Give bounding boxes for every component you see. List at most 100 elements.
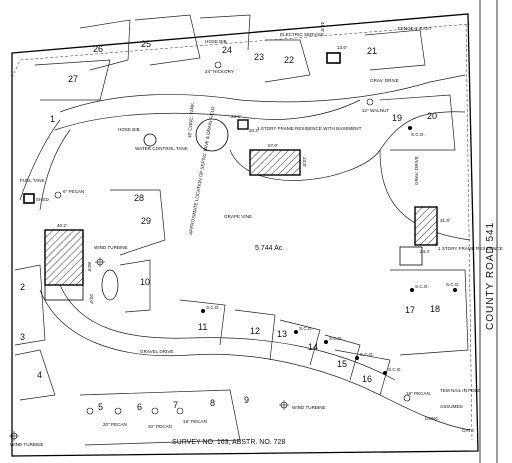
electric-label: ELECTRIC SERVICE: [280, 32, 324, 37]
small-box: [237, 119, 249, 130]
residence-east: [414, 206, 438, 246]
lot-number: 14: [308, 342, 318, 352]
sco-label: S.C.O.: [206, 305, 220, 310]
lot-number: 10: [140, 277, 150, 287]
hose-bib-label: HOSE BIB: [118, 127, 140, 132]
fence-line-east: [465, 23, 473, 441]
electric-box: [326, 52, 341, 64]
sco-marker: [410, 288, 414, 292]
lot-outline: [334, 349, 391, 396]
lot-outline: [110, 189, 166, 256]
tree-icon: [114, 407, 122, 415]
pecan-label: 20" PECAN: [103, 422, 127, 427]
lot-number: 29: [141, 216, 151, 226]
sco-marker: [408, 126, 412, 130]
lot-number: 5: [98, 402, 103, 412]
wind-turbine-label: WIND TURBINE: [94, 245, 128, 250]
lot-number: 9: [244, 395, 249, 405]
hose-bib-label: HOSE BIB: [205, 39, 227, 44]
water-tank-label: WATER CONTROL TANK: [135, 146, 189, 151]
concrete-label: CONC: [425, 416, 439, 421]
sco-label: S.C.O.: [388, 367, 402, 372]
wind-turbine-label: WIND TURBINE: [10, 442, 44, 447]
water-tank-circle: [143, 133, 157, 147]
lot-number: 16: [362, 374, 372, 384]
grav-drive-top-label: GRAV. DRIVE: [370, 78, 399, 83]
conc-tank-circle: [195, 118, 229, 152]
lot-number: 13: [277, 329, 287, 339]
lot-outline: [390, 269, 469, 356]
sco-marker: [201, 309, 205, 313]
lot-number: 15: [337, 359, 347, 369]
lot-number: 27: [68, 74, 78, 84]
drive-east: [379, 149, 471, 241]
gravel-drive: [59, 74, 466, 113]
assumed-label: ASSUMED: [440, 404, 463, 409]
lot-number: 19: [392, 113, 402, 123]
sco-label: S.C.O.: [411, 132, 425, 137]
tree-icon: [151, 407, 159, 415]
fuel-tank-box: [23, 193, 35, 204]
lot-number: 28: [134, 193, 144, 203]
dimension-label: 23.8': [302, 157, 307, 167]
dimension-label: 31.8': [440, 218, 450, 223]
dimension-label: 23.6': [231, 114, 241, 119]
lot-outline: [179, 299, 226, 346]
lot-number: 23: [254, 52, 264, 62]
tree-icon: [54, 191, 62, 199]
lot-outline: [279, 319, 321, 366]
wind-turbine-icon: [279, 400, 289, 410]
pecan-label: 18" PECAN: [406, 391, 430, 396]
drive-loop: [229, 111, 466, 181]
sco-label: S.C.O.: [329, 336, 343, 341]
sco-marker: [355, 356, 359, 360]
wind-turbine-icon: [95, 257, 105, 267]
property-boundary: [11, 13, 479, 457]
shed-annex: [44, 284, 84, 301]
residence-label: 1 STORY FRAME RESIDENCE WITH BASEMENT: [257, 126, 362, 131]
lot-number: 6: [137, 402, 142, 412]
lot-number: 2: [20, 282, 25, 292]
dimension-label: 20.0': [89, 294, 94, 304]
residence-basement: [249, 149, 301, 176]
walnut-label: 12" WALNUT: [362, 108, 389, 113]
acreage-label: 5.744 Ac.: [255, 245, 284, 252]
lot-number: 1: [50, 114, 55, 124]
sco-label: S.C.O.: [446, 282, 460, 287]
lot-outline: [79, 389, 241, 446]
tree-icon: [86, 407, 94, 415]
gravel-drive-inner: [54, 99, 361, 131]
sco-marker: [383, 371, 387, 375]
dimension-label: 49.8': [320, 22, 325, 32]
lot-outline: [134, 14, 201, 66]
lot-outline: [264, 39, 311, 83]
tree-icon: [366, 98, 374, 106]
dimension-label: 13.6': [337, 45, 347, 50]
fence-line: [11, 23, 471, 79]
lot-number: 3: [20, 332, 25, 342]
residence-east-label: 1 STORY FRAME RESIDENCE: [438, 246, 503, 251]
west-drive: [19, 119, 61, 201]
lot-number: 18: [430, 304, 440, 314]
pecan-label: 18" PECAN: [183, 419, 207, 424]
dimension-label: 60.8': [87, 262, 92, 272]
gravel-drive-south: [39, 289, 471, 431]
oval-feature: [101, 269, 119, 301]
lot-outline: [34, 59, 111, 101]
lot-number: 22: [284, 55, 294, 65]
lot-outline: [14, 264, 46, 346]
dimension-label: 24.4': [420, 249, 430, 254]
sco-marker: [294, 330, 298, 334]
lot-outline: [199, 14, 251, 51]
hickory-label: 24" HICKORY: [205, 69, 234, 74]
lot-number: 11: [198, 322, 207, 332]
survey-label: SURVEY NO. 163, ABSTR. NO. 728: [172, 439, 285, 446]
shed-building: [44, 229, 84, 286]
sco-marker: [453, 288, 457, 292]
gate-label: GATE: [462, 428, 474, 433]
lot-number: 7: [173, 400, 178, 410]
lot-number: 12: [250, 326, 260, 336]
gravel-drive-south-inner: [59, 284, 396, 381]
lot-outline: [234, 309, 276, 361]
